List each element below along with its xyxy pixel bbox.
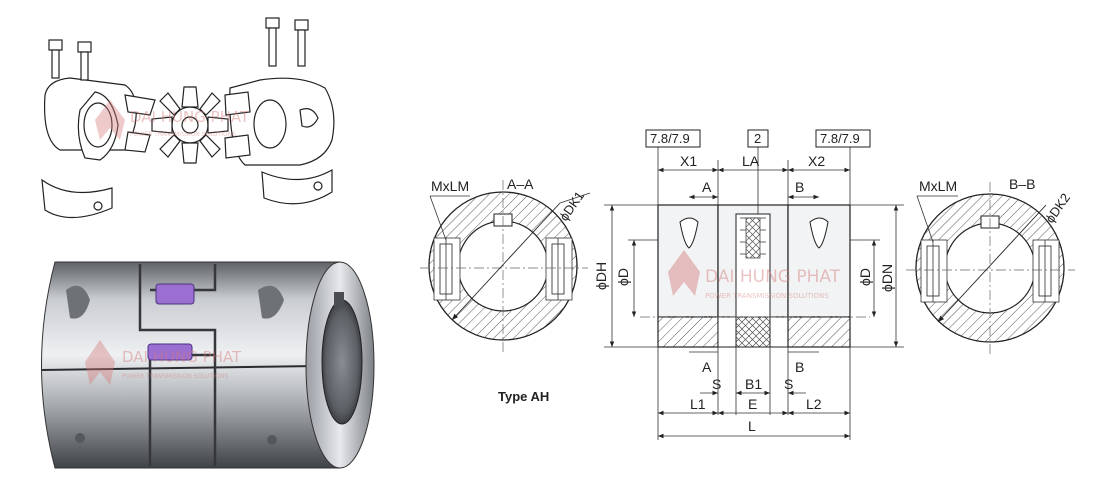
dim-la: LA bbox=[742, 153, 760, 169]
diameter-label-dk1: ϕDK1 bbox=[556, 188, 587, 223]
tolerance-box-right: 7.8/7.9 bbox=[820, 131, 860, 146]
screw-label-b: MxLM bbox=[919, 178, 957, 194]
assembled-coupling-icon bbox=[41, 261, 375, 469]
section-mark-a-bottom: A bbox=[702, 359, 712, 375]
dim-e: E bbox=[748, 396, 757, 412]
dim-l1: L1 bbox=[690, 396, 706, 412]
dim-dn: ϕDN bbox=[879, 264, 895, 292]
tolerance-box-mid: 2 bbox=[754, 131, 761, 146]
dim-x1: X1 bbox=[680, 153, 697, 169]
dim-d-right: ϕD bbox=[857, 268, 873, 286]
screw-label-a: MxLM bbox=[431, 178, 469, 194]
watermark-tagline-3: POWER TRANSMISSION SOLUTIONS bbox=[705, 292, 829, 300]
section-mark-b-bottom: B bbox=[795, 359, 804, 375]
watermark-tagline-1: POWER TRANSMISSION SOLUTIONS bbox=[130, 131, 236, 138]
dim-l2: L2 bbox=[806, 396, 822, 412]
type-label: Type AH bbox=[498, 389, 549, 404]
section-title-a: A–A bbox=[507, 176, 534, 192]
dim-d-left: ϕD bbox=[615, 268, 631, 286]
section-title-b: B–B bbox=[1009, 176, 1035, 192]
dim-b1: B1 bbox=[745, 376, 762, 392]
section-mark-b-top: B bbox=[795, 179, 804, 195]
watermark-tagline-2: POWER TRANSMISSION SOLUTIONS bbox=[122, 373, 228, 380]
watermark-brand-2: DAI HUNG PHAT bbox=[122, 348, 242, 366]
watermark-logo-icon-3 bbox=[668, 250, 700, 296]
section-b-b: MxLM B–B ϕDK2 bbox=[906, 176, 1075, 354]
watermark: DAI HUNG PHAT POWER TRANSMISSION SOLUTIO… bbox=[85, 100, 841, 385]
diameter-label-dk2: ϕDK2 bbox=[1042, 190, 1073, 225]
watermark-logo-icon bbox=[95, 100, 125, 140]
exploded-coupling-icon bbox=[41, 17, 335, 219]
dim-dh: ϕDH bbox=[593, 262, 609, 290]
dim-s-left: S bbox=[712, 376, 721, 392]
dim-l: L bbox=[748, 418, 756, 434]
section-a-a: MxLM A–A ϕDK1 bbox=[420, 176, 591, 352]
tolerance-box-left: 7.8/7.9 bbox=[650, 131, 690, 146]
dim-s-right: S bbox=[784, 376, 793, 392]
watermark-brand-3: DAI HUNG PHAT bbox=[705, 267, 841, 287]
dim-x2: X2 bbox=[808, 153, 825, 169]
watermark-brand-1: DAI HUNG PHAT bbox=[130, 108, 250, 126]
section-mark-a-top: A bbox=[702, 179, 712, 195]
watermark-logo-icon-2 bbox=[85, 340, 115, 385]
front-view: 7.8/7.9 2 7.8/7.9 X1 LA X2 A B A B S bbox=[593, 129, 904, 440]
